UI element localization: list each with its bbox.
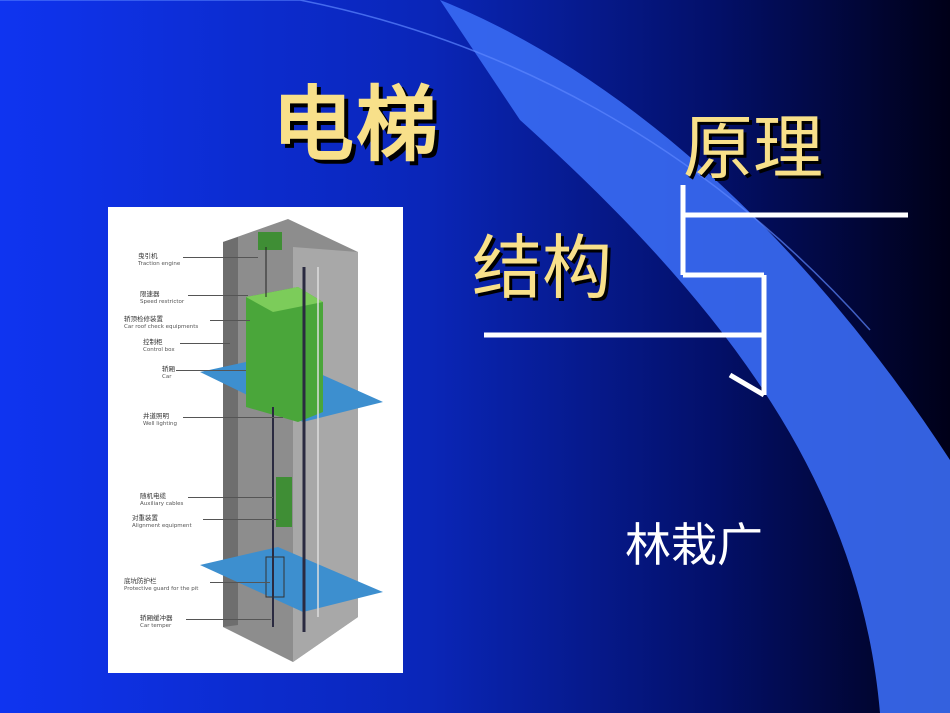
pit-guard — [265, 556, 285, 598]
swoosh-shape — [440, 0, 950, 713]
traction-machine — [258, 232, 282, 250]
swoosh-arc-line — [0, 0, 871, 331]
leader-line — [183, 257, 258, 258]
slide-title: 电梯 — [272, 78, 441, 173]
leader-line — [180, 343, 230, 344]
leader-line — [188, 295, 248, 296]
floor-slab-lower — [200, 547, 383, 612]
leader-line — [186, 619, 271, 620]
bracket-line-diagonal — [728, 372, 766, 398]
leader-line — [183, 417, 283, 418]
counterweight — [276, 477, 292, 527]
leader-line — [210, 582, 270, 583]
bracket-lines — [484, 185, 908, 398]
subtitle-structure: 结构 — [472, 227, 612, 309]
leader-line — [210, 320, 250, 321]
author-name: 林栽广 — [625, 518, 763, 572]
leader-line — [176, 370, 246, 371]
subtitle-principle: 原理 — [683, 107, 823, 189]
elevator-shaft-illustration — [200, 219, 383, 662]
leader-line — [188, 497, 273, 498]
shaft-left-wall — [223, 237, 238, 627]
leader-line — [203, 519, 278, 520]
